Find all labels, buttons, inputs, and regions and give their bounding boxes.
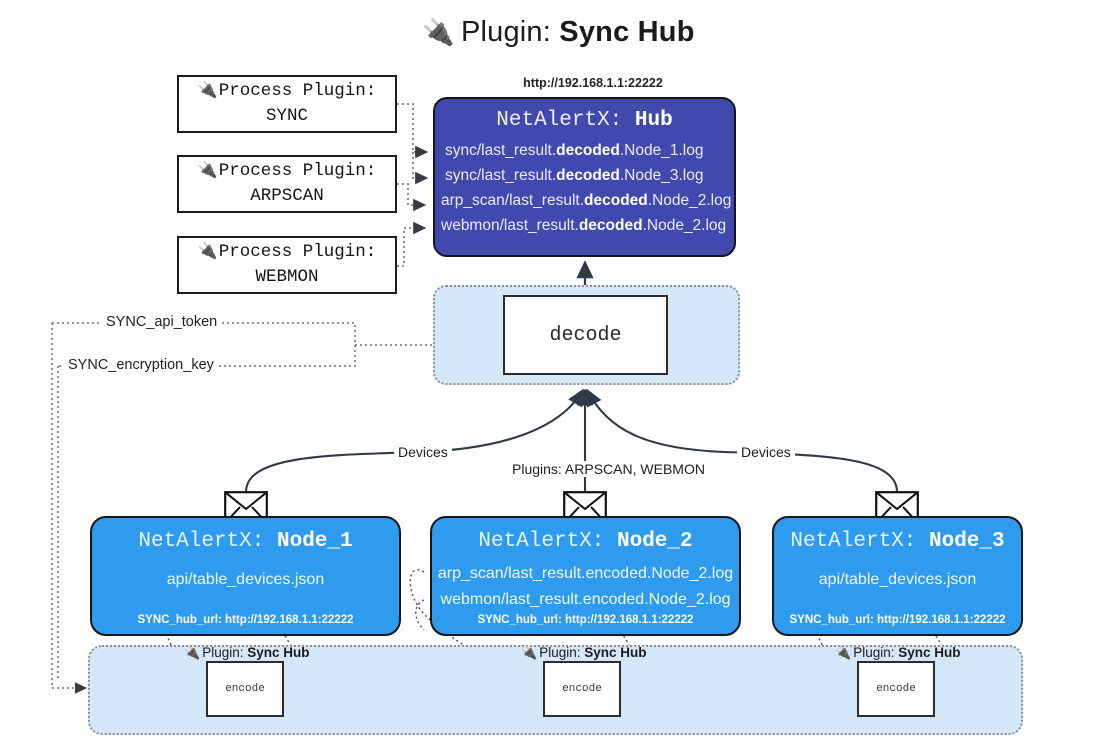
node-1-line: api/table_devices.json xyxy=(166,571,325,588)
encode-box-node-1[interactable]: encode xyxy=(206,661,284,717)
plug-icon: 🔌 xyxy=(184,645,201,660)
hub-log-line: sync/last_result.decoded.Node_1.log xyxy=(445,142,704,159)
page-title-prefix: Plugin: xyxy=(460,16,552,48)
node-3-hub-url: SYNC_hub_url: http://192.168.1.1:22222 xyxy=(789,614,1006,626)
process-plugin-arpscan-line2: ARPSCAN xyxy=(250,186,324,206)
hub-log-line: arp_scan/last_result.decoded.Node_2.log xyxy=(441,192,732,210)
decode-box[interactable]: decode xyxy=(503,295,668,375)
hub-log-line: webmon/last_result.decoded.Node_2.log xyxy=(441,217,727,235)
hub-title: NetAlertX: Hub xyxy=(496,109,673,132)
plug-icon: 🔌 xyxy=(521,645,538,660)
page-title: 🔌Plugin: Sync Hub xyxy=(0,16,1117,49)
devices-right-label: Devices xyxy=(737,444,795,460)
process-plugin-webmon[interactable]: 🔌Process Plugin: WEBMON xyxy=(177,236,397,294)
hub-log-line: sync/last_result.decoded.Node_3.log xyxy=(445,167,704,185)
node-2-title: NetAlertX: Node_2 xyxy=(478,530,693,553)
node-2[interactable]: NetAlertX: Node_2 arp_scan/last_result.e… xyxy=(430,516,741,636)
process-plugin-sync[interactable]: 🔌Process Plugin: SYNC xyxy=(177,75,397,133)
process-plugin-sync-line2: SYNC xyxy=(265,106,308,126)
process-plugin-webmon-line1: 🔌Process Plugin: xyxy=(197,241,377,262)
process-plugin-webmon-line2: WEBMON xyxy=(255,267,319,287)
plugins-center-label: Plugins: ARPSCAN, WEBMON xyxy=(508,461,709,477)
node-1-title: NetAlertX: Node_1 xyxy=(138,530,353,553)
node-2-hub-url: SYNC_hub_url: http://192.168.1.1:22222 xyxy=(477,614,694,626)
process-plugin-arpscan[interactable]: 🔌Process Plugin: ARPSCAN xyxy=(177,155,397,213)
devices-left-label: Devices xyxy=(394,444,452,460)
plug-icon: 🔌 xyxy=(835,645,852,660)
sync-api-token-label: SYNC_api_token xyxy=(101,314,223,330)
plug-icon: 🔌 xyxy=(197,242,218,260)
node-3[interactable]: NetAlertX: Node_3 api/table_devices.json… xyxy=(772,516,1023,636)
plug-icon: 🔌 xyxy=(197,81,218,99)
node-2-line: arp_scan/last_result.encoded.Node_2.log xyxy=(437,565,734,582)
node-3-title: NetAlertX: Node_3 xyxy=(790,530,1005,553)
hub-log-list: sync/last_result.decoded.Node_1.log sync… xyxy=(435,138,734,238)
node-2-line: webmon/last_result.encoded.Node_2.log xyxy=(440,590,731,608)
encode-box-node-3[interactable]: encode xyxy=(857,661,935,717)
plugin-label-node-2: 🔌Plugin: Sync Hub xyxy=(521,645,647,660)
plug-icon: 🔌 xyxy=(422,17,455,47)
process-plugin-arpscan-line1: 🔌Process Plugin: xyxy=(197,160,377,181)
page-title-name: Sync Hub xyxy=(559,16,695,48)
node-3-line: api/table_devices.json xyxy=(818,571,977,588)
plugin-label-node-3: 🔌Plugin: Sync Hub xyxy=(835,645,961,660)
hub-node[interactable]: NetAlertX: Hub sync/last_result.decoded.… xyxy=(433,97,736,257)
sync-encryption-key-label: SYNC_encryption_key xyxy=(63,357,219,373)
process-plugin-sync-line1: 🔌Process Plugin: xyxy=(197,80,377,101)
hub-url-label: http://192.168.1.1:22222 xyxy=(523,76,663,90)
encode-box-node-2[interactable]: encode xyxy=(543,661,621,717)
node-1-hub-url: SYNC_hub_url: http://192.168.1.1:22222 xyxy=(137,614,354,626)
plugin-label-node-1: 🔌Plugin: Sync Hub xyxy=(184,645,310,660)
node-1[interactable]: NetAlertX: Node_1 api/table_devices.json… xyxy=(90,516,401,636)
plug-icon: 🔌 xyxy=(197,161,218,179)
